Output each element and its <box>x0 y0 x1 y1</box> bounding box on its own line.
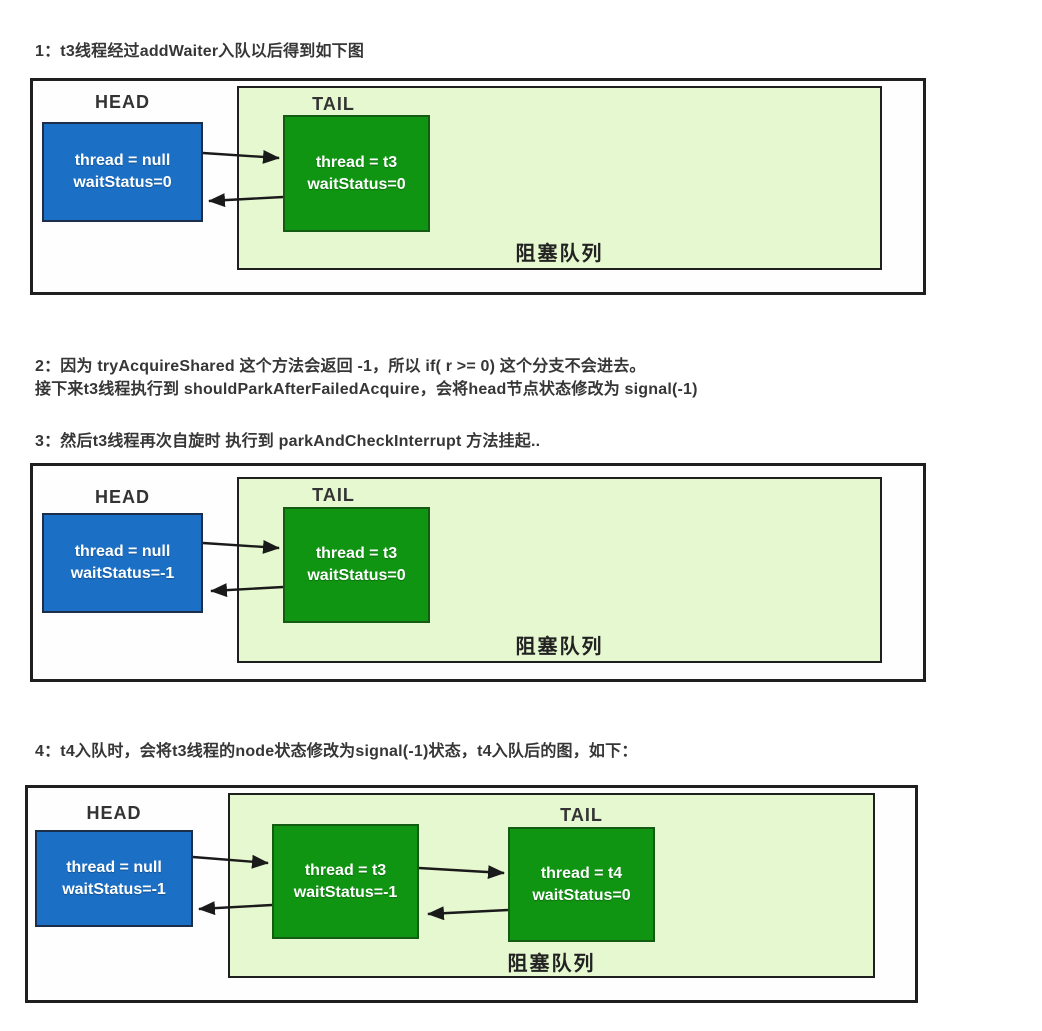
head-node-thread: thread = null <box>74 543 171 560</box>
tail-node-waitstatus: waitStatus=0 <box>532 886 631 904</box>
tail-node: thread = t3 waitStatus=0 <box>283 115 430 232</box>
tail-node-thread: thread = t3 <box>315 153 398 171</box>
head-label: HEAD <box>86 803 142 823</box>
head-node: thread = null waitStatus=0 <box>42 122 203 222</box>
t3-node-thread: thread = t3 <box>304 861 387 879</box>
step-3-heading: 3：然后t3线程再次自旋时 执行到 parkAndCheckInterrupt … <box>35 433 541 450</box>
diagram-step3: HEAD thread = null waitStatus=-1 TAIL th… <box>30 463 926 682</box>
head-node-waitstatus: waitStatus=-1 <box>62 880 166 898</box>
head-node-thread: thread = null <box>66 858 162 876</box>
tail-node-waitstatus: waitStatus=0 <box>307 175 406 193</box>
tail-node: thread = t3 waitStatus=0 <box>283 507 430 623</box>
step-2-heading-line2: 接下来t3线程执行到 shouldParkAfterFailedAcquire，… <box>35 381 698 398</box>
diagram-step1: HEAD thread = null waitStatus=0 TAIL thr… <box>30 78 926 295</box>
blocking-queue-label: 阻塞队列 <box>515 636 604 658</box>
blocking-queue-label: 阻塞队列 <box>515 243 604 265</box>
tail-node: thread = t4 waitStatus=0 <box>508 827 655 942</box>
head-node-thread: thread = null <box>74 152 171 169</box>
head-node-waitstatus: waitStatus=0 <box>73 174 172 191</box>
tail-label: TAIL <box>312 485 355 505</box>
tail-node-waitstatus: waitStatus=0 <box>307 567 406 584</box>
head-node-waitstatus: waitStatus=-1 <box>70 565 175 582</box>
tail-node-thread: thread = t3 <box>315 545 398 562</box>
t3-node-waitstatus: waitStatus=-1 <box>293 883 398 901</box>
head-label: HEAD <box>94 92 150 112</box>
head-node: thread = null waitStatus=-1 <box>35 830 193 927</box>
head-node: thread = null waitStatus=-1 <box>42 513 203 613</box>
blocking-queue-label: 阻塞队列 <box>507 953 596 975</box>
step-4-heading: 4：t4入队时，会将t3线程的node状态修改为signal(-1)状态，t4入… <box>35 743 638 760</box>
tail-label: TAIL <box>560 805 603 825</box>
t3-node: thread = t3 waitStatus=-1 <box>272 824 419 939</box>
head-label: HEAD <box>94 487 150 507</box>
tail-node-thread: thread = t4 <box>540 864 623 882</box>
diagram-step4: HEAD thread = null waitStatus=-1 thread … <box>25 785 918 1003</box>
step-2-heading-line1: 2：因为 tryAcquireShared 这个方法会返回 -1，所以 if( … <box>35 358 646 375</box>
step-1-heading: 1：t3线程经过addWaiter入队以后得到如下图 <box>35 43 365 60</box>
tail-label: TAIL <box>312 94 355 114</box>
